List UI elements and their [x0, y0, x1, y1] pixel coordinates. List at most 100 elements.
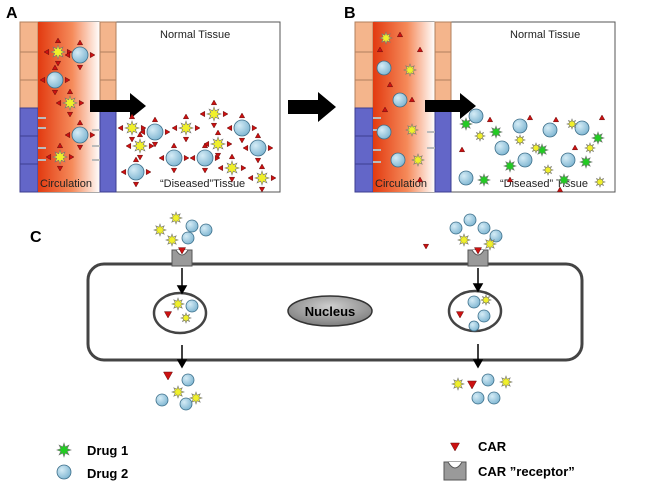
car-triangle — [56, 165, 64, 172]
drug-star — [405, 123, 419, 137]
car-triangle — [226, 124, 233, 132]
car-triangle — [194, 124, 201, 132]
conjugate-sphere — [165, 149, 183, 167]
leaky-endothelium-a — [38, 117, 100, 161]
car-triangle — [381, 106, 389, 113]
drug-star — [480, 294, 492, 306]
diseased-tissue-label-a: “Diseased”Tissue — [160, 178, 245, 190]
drug-star — [530, 142, 542, 154]
car-triangle — [170, 142, 178, 149]
car-triangle — [68, 153, 75, 161]
car-triangle — [416, 176, 424, 183]
car-triangle — [242, 144, 249, 152]
drug2-sphere — [494, 140, 510, 156]
panel-b: B Normal Tissue Circulation “Diseased” T… — [344, 5, 616, 193]
drug-star — [542, 164, 554, 176]
legend-receptor-icon — [443, 461, 467, 481]
car-triangle — [182, 136, 190, 143]
drug2-sphere — [468, 320, 480, 332]
car-triangle — [473, 247, 483, 255]
drug2-sphere — [376, 60, 392, 76]
drug2-sphere — [489, 229, 503, 243]
drug1-star — [579, 155, 593, 169]
car-triangle — [45, 153, 52, 161]
conjugate-star — [50, 44, 66, 60]
drug2-sphere — [390, 152, 406, 168]
drug-star — [514, 134, 526, 146]
car-triangle — [64, 76, 71, 84]
tissue-orange-right-b — [434, 21, 452, 109]
drug-star — [451, 377, 465, 391]
circulation-label-b: Circulation — [375, 178, 427, 190]
conjugate-star — [132, 138, 148, 154]
car-triangle — [422, 243, 430, 250]
drug2-sphere — [155, 393, 169, 407]
car-triangle — [254, 132, 262, 139]
car-triangle — [214, 152, 222, 159]
conjugate-sphere — [71, 126, 89, 144]
drug2-sphere — [376, 124, 392, 140]
drug-star — [171, 385, 185, 399]
car-triangle — [56, 142, 64, 149]
drug1-star — [477, 173, 491, 187]
car-triangle — [76, 119, 84, 126]
drug-star — [499, 375, 513, 389]
drug-star — [483, 237, 497, 251]
car-triangle — [55, 99, 62, 107]
car-triangle — [164, 128, 171, 136]
tissue-orange-left-b — [354, 21, 374, 109]
car-triangle — [189, 154, 196, 162]
drug-star — [403, 63, 417, 77]
legend-car-icon — [450, 442, 460, 452]
drug-star — [594, 176, 606, 188]
conjugate-star — [210, 136, 226, 152]
car-triangle — [151, 141, 159, 148]
drug-star — [180, 312, 192, 324]
car-triangle — [39, 76, 46, 84]
conjugate-sphere — [146, 123, 164, 141]
conjugate-star — [206, 106, 222, 122]
car-triangle — [199, 110, 206, 118]
arrow-extravasation-b — [425, 93, 476, 119]
car-triangle — [51, 89, 59, 96]
drug2-sphere — [477, 309, 491, 323]
car-triangle — [386, 81, 394, 88]
car-triangle — [598, 114, 606, 121]
tissue-blue-right-a — [99, 107, 117, 193]
car-triangle — [226, 140, 233, 148]
car-triangle — [556, 186, 564, 193]
car-triangle — [396, 31, 404, 38]
car-triangle — [136, 154, 144, 161]
conjugate-star — [254, 170, 270, 186]
car-triangle — [228, 153, 236, 160]
car-triangle — [240, 164, 247, 172]
car-triangle — [183, 154, 190, 162]
released-drugs-b — [376, 31, 606, 193]
car-triangle — [66, 88, 74, 95]
legend: Drug 1 Drug 2 CAR CAR ”receptor” — [56, 439, 575, 481]
conjugate-sphere — [233, 119, 251, 137]
car-triangle — [66, 111, 74, 118]
car-triangle — [526, 114, 534, 121]
car-triangle — [258, 186, 266, 193]
drug2-sphere — [449, 221, 463, 235]
car-triangle — [251, 124, 258, 132]
drug-star — [584, 142, 596, 154]
conjugate-star — [62, 95, 78, 111]
car-triangle — [228, 176, 236, 183]
car-triangle — [177, 247, 187, 255]
car-triangle — [76, 39, 84, 46]
car-triangle — [89, 51, 96, 59]
drug-star — [171, 297, 185, 311]
tissue-blue-left-a — [19, 107, 39, 193]
conjugate-star — [224, 160, 240, 176]
drug-star — [474, 130, 486, 142]
car-triangle — [120, 168, 127, 176]
car-triangle — [163, 311, 173, 319]
circulation-label-a: Circulation — [40, 178, 92, 190]
drug2-sphere — [199, 223, 213, 237]
car-triangle — [210, 122, 218, 129]
drug2-sphere — [185, 219, 199, 233]
